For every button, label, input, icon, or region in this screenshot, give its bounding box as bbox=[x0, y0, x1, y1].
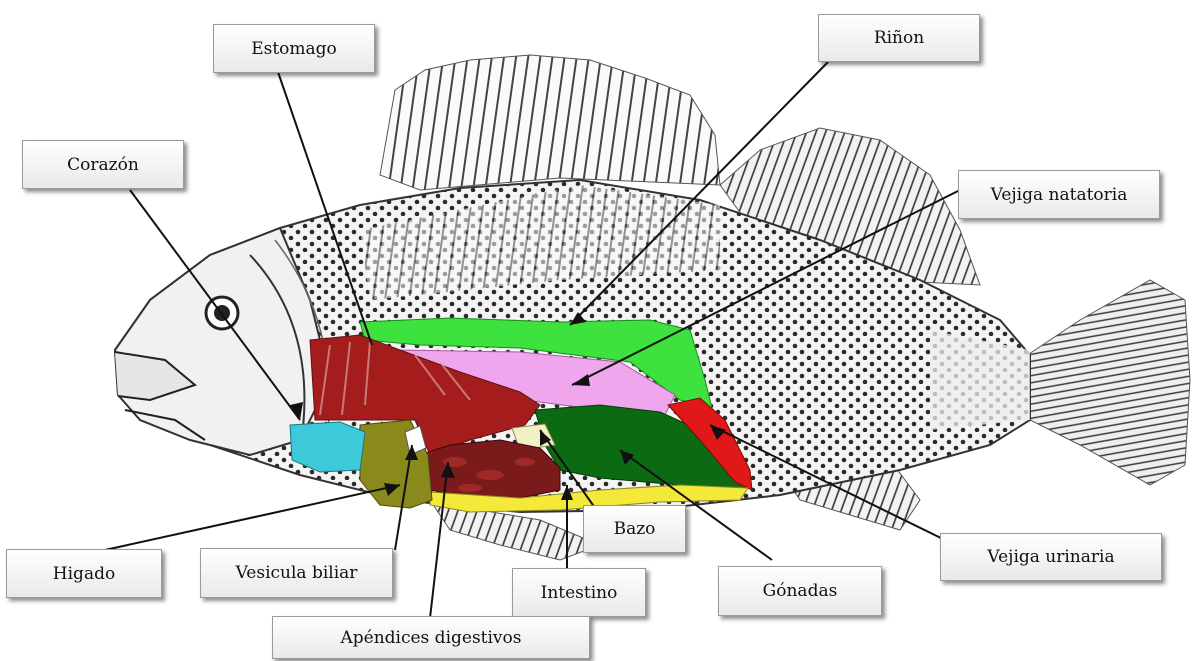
label-bazo-text: Bazo bbox=[614, 519, 656, 539]
label-vejiga-urinaria: Vejiga urinaria bbox=[940, 533, 1162, 581]
label-intestino: Intestino bbox=[512, 568, 646, 617]
intestine-organ bbox=[420, 440, 560, 498]
label-corazon-text: Corazón bbox=[67, 155, 139, 175]
label-vejiga-urinaria-text: Vejiga urinaria bbox=[987, 547, 1114, 567]
label-corazon: Corazón bbox=[22, 140, 184, 189]
leader-higado bbox=[105, 485, 400, 550]
label-vejiga-natatoria-text: Vejiga natatoria bbox=[991, 185, 1128, 205]
heart-organ bbox=[290, 422, 365, 472]
label-higado-text: Higado bbox=[53, 564, 115, 584]
label-vesicula-biliar-text: Vesicula biliar bbox=[236, 563, 358, 583]
label-vesicula-biliar: Vesicula biliar bbox=[200, 548, 393, 598]
label-apendices-digestivos: Apéndices digestivos bbox=[272, 616, 590, 659]
label-rinon-text: Riñon bbox=[874, 28, 924, 48]
tail-fin bbox=[1020, 280, 1190, 485]
label-higado: Higado bbox=[6, 549, 162, 598]
label-rinon: Riñon bbox=[818, 14, 980, 62]
label-estomago-text: Estomago bbox=[251, 39, 337, 59]
label-estomago: Estomago bbox=[213, 24, 375, 73]
label-bazo: Bazo bbox=[583, 505, 686, 553]
label-gonadas-text: Gónadas bbox=[763, 581, 838, 601]
label-gonadas: Gónadas bbox=[718, 566, 882, 616]
label-apendices-text: Apéndices digestivos bbox=[340, 628, 521, 648]
label-intestino-text: Intestino bbox=[541, 583, 618, 603]
label-vejiga-natatoria: Vejiga natatoria bbox=[958, 170, 1160, 219]
spiny-dorsal-fin bbox=[380, 55, 720, 190]
